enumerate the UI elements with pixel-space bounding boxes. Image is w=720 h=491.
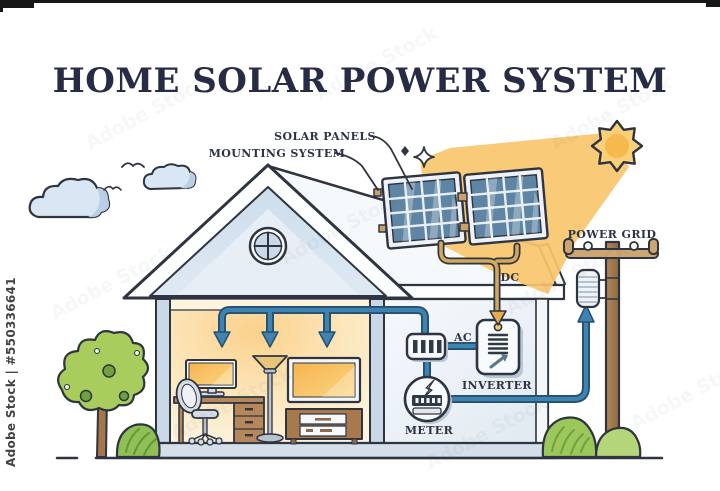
label-ac: AC xyxy=(453,331,472,344)
diagram-title: HOME SOLAR POWER SYSTEM xyxy=(53,61,668,101)
inverter xyxy=(475,310,523,378)
power-pole xyxy=(563,238,659,459)
grid-wire xyxy=(445,304,595,403)
leader-lines xyxy=(334,135,413,191)
label-power-grid: POWER GRID xyxy=(568,228,657,241)
cloud-icon xyxy=(28,177,111,219)
cloud-icon xyxy=(142,163,197,190)
tree xyxy=(57,330,150,458)
label-dc: DC xyxy=(500,271,519,284)
desk xyxy=(173,396,265,444)
transformer xyxy=(575,268,607,309)
round-window xyxy=(248,226,288,266)
bush xyxy=(541,416,642,459)
photo-edge-artifact xyxy=(0,0,720,12)
sun-icon xyxy=(590,119,644,173)
bird-icon xyxy=(121,162,145,168)
ac-panel xyxy=(405,332,448,362)
svg-text:Adobe Stock: Adobe Stock xyxy=(627,352,720,435)
watermark-credit: Adobe Stock | #550336641 xyxy=(4,277,18,467)
tv xyxy=(286,356,362,404)
meter xyxy=(403,375,452,424)
bush xyxy=(115,423,161,459)
computer-monitor xyxy=(185,359,237,397)
sparkle-icon xyxy=(401,146,435,168)
interior-divider-wall xyxy=(369,298,385,446)
floor-lamp xyxy=(252,355,288,443)
gable-roof xyxy=(122,163,414,300)
label-meter: METER xyxy=(405,424,454,437)
interior-power-arrows xyxy=(213,306,429,348)
label-mounting-system: MOUNTING SYSTEM xyxy=(209,147,346,160)
solar-panel xyxy=(381,171,467,250)
tv-stand xyxy=(285,408,363,445)
office-chair xyxy=(175,378,223,446)
dc-arrowhead xyxy=(489,310,507,326)
label-inverter: INVERTER xyxy=(462,379,532,392)
bird-icon xyxy=(103,185,122,191)
solar-panel xyxy=(463,167,549,246)
label-solar-panels: SOLAR PANELS xyxy=(274,130,376,143)
dc-wire xyxy=(437,239,521,320)
